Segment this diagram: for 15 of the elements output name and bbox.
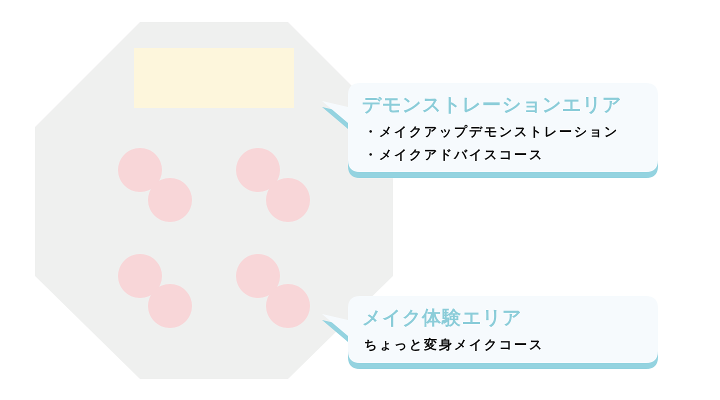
list-item: ・メイクアップデモンストレーション	[364, 124, 619, 141]
seat-circle	[118, 254, 162, 298]
seat-circle	[266, 284, 310, 328]
seat-circle	[118, 148, 162, 192]
seat-circle	[266, 178, 310, 222]
course-text: ちょっと変身メイクコース	[364, 336, 544, 354]
seat-circle	[236, 254, 280, 298]
list-item: ・メイクアドバイスコース	[364, 147, 544, 164]
seat-circle	[148, 284, 192, 328]
area-title: メイク体験エリア	[362, 306, 522, 331]
seat-circle	[148, 178, 192, 222]
seat-circle	[236, 148, 280, 192]
area-title: デモンストレーションエリア	[362, 93, 622, 118]
speech-bubble	[320, 296, 658, 370]
speech-bubble	[320, 83, 658, 179]
